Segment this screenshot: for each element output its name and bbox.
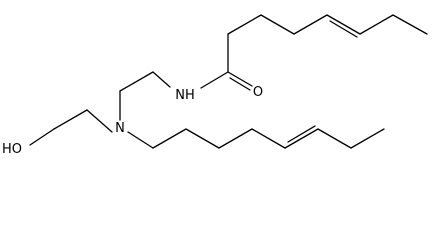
skeletal-formula-diagram: NH O N HO (2, 14, 428, 155)
bond-n-to-c1 (127, 131, 154, 149)
bond-n-to-ch2 (86, 109, 113, 133)
bond-beta-to-gamma (260, 14, 295, 35)
bond-c4-to-c5 (251, 128, 286, 149)
bond-c1-to-c2 (152, 128, 187, 149)
octenyl-chain (127, 125, 385, 149)
bond-nh-to-ch2 (152, 71, 171, 88)
double-bond-c5-c6 (284, 128, 319, 149)
bond-ch2-to-oh (29, 128, 55, 146)
bond-c2-to-c3 (185, 128, 220, 149)
bond-gamma-to-c4 (293, 14, 328, 35)
atom-label-amide-nh: NH (175, 88, 195, 103)
bond-c5-to-c6 (359, 14, 394, 35)
double-bond-c5-c6-inner (287, 125, 316, 143)
double-bond-c-o-inner (229, 77, 251, 91)
bond-c6-to-c7 (392, 14, 428, 35)
amide-acyl-chain (227, 14, 428, 73)
double-bond-c4-c5 (326, 14, 361, 35)
atom-label-amine-nitrogen: N (115, 121, 125, 136)
bond-alpha-to-beta (227, 14, 262, 35)
atom-label-carbonyl-oxygen: O (253, 85, 263, 100)
double-bond-c4-c5-inner (329, 20, 358, 38)
bond-ch2-to-ch2-oh (53, 109, 88, 130)
bond-c3-to-c4 (218, 128, 253, 149)
double-bond-c-o (227, 71, 253, 87)
atom-label-hydroxyl: HO (2, 142, 22, 155)
carbonyl-group (200, 71, 253, 91)
hydroxyethyl-arm (29, 109, 113, 146)
bond-ch2-to-ch2 (119, 71, 154, 92)
bond-c7-to-c8 (350, 128, 385, 149)
ethylene-linker (119, 71, 171, 121)
bond-carbonyl-to-nh (200, 71, 229, 89)
bond-c6-to-c7 (317, 128, 352, 149)
